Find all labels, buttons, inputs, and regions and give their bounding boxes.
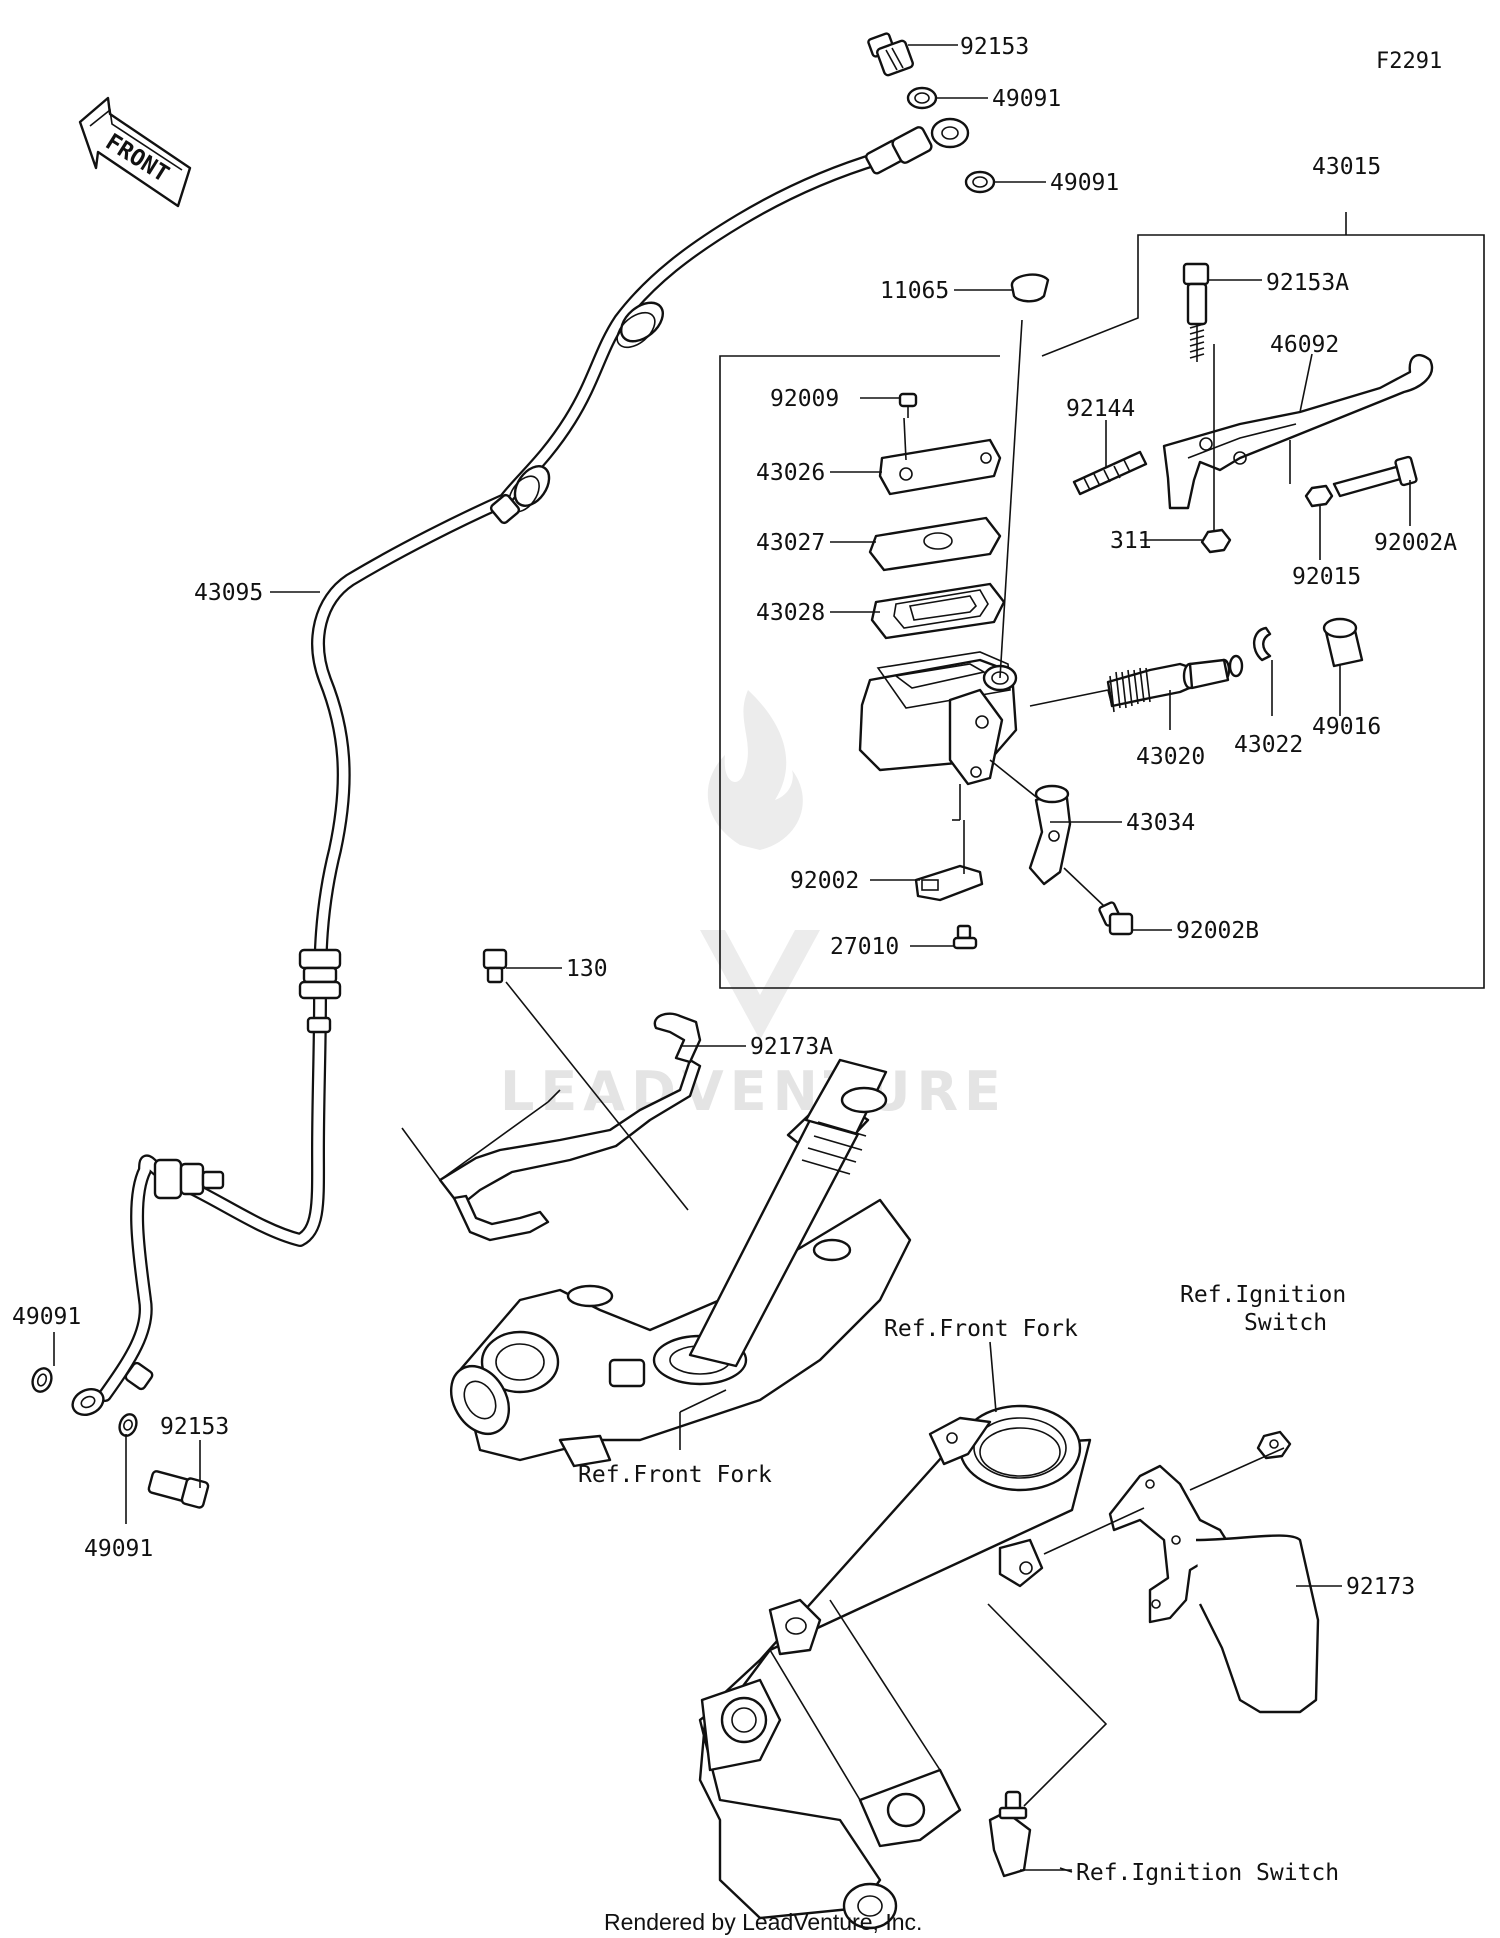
callout-ref-ignition-lower: Ref.Ignition Switch: [1076, 1860, 1339, 1886]
callout-labels: 92153 49091 49091 43015 92153A 11065 460…: [12, 34, 1457, 1886]
callout-11065: 11065: [880, 278, 949, 304]
callout-43095: 43095: [194, 580, 263, 606]
callout-43022: 43022: [1234, 732, 1303, 758]
steering-stem: [449, 1058, 912, 1468]
brake-hose: [71, 117, 970, 1417]
washer-49091-c: [31, 1367, 53, 1393]
lever-46092: [1162, 353, 1434, 510]
callout-43034: 43034: [1126, 810, 1195, 836]
callout-ref-ignition-upper-switch: Switch: [1244, 1310, 1327, 1336]
watermark-flame-icon: [707, 690, 803, 850]
cap-11065: [1010, 273, 1050, 303]
bolt-92002A: [1332, 455, 1418, 498]
nut-311: [1200, 528, 1232, 554]
washer-49091-d: [118, 1413, 138, 1437]
callout-92002: 92002: [790, 868, 859, 894]
callout-ref-front-fork-upper: Ref.Front Fork: [884, 1316, 1078, 1342]
callout-92144: 92144: [1066, 396, 1135, 422]
circlip-43022: [1253, 626, 1272, 662]
bolt-92153A: [1182, 262, 1210, 362]
diagram-code: F2291: [1376, 49, 1442, 74]
callout-49091-c: 49091: [12, 1304, 81, 1330]
callout-49016: 49016: [1312, 714, 1381, 740]
boot-49016: [1322, 617, 1364, 668]
callout-92002B: 92002B: [1176, 918, 1259, 944]
callout-43026: 43026: [756, 460, 825, 486]
washer-49091-a: [906, 86, 938, 110]
master-cylinder-body: [858, 651, 1018, 786]
callout-46092: 46092: [1270, 332, 1339, 358]
callout-92173A: 92173A: [750, 1034, 833, 1060]
plate-43027: [868, 516, 1002, 572]
ignition-switch-bracket: [1108, 1464, 1320, 1714]
callout-92002A: 92002A: [1374, 530, 1457, 556]
callout-92153-lower: 92153: [160, 1414, 229, 1440]
callout-49091-a: 49091: [992, 86, 1061, 112]
callout-27010: 27010: [830, 934, 899, 960]
ignition-screw: [988, 1790, 1032, 1878]
callout-49091-d: 49091: [84, 1536, 153, 1562]
bolt-130: [482, 948, 508, 984]
fork-leg: [698, 1404, 1092, 1930]
nut-92015: [1304, 484, 1334, 508]
spring-92144: [1072, 450, 1148, 496]
master-cylinder-box: [719, 212, 1485, 989]
callout-92173: 92173: [1346, 1574, 1415, 1600]
ignition-nut: [1256, 1430, 1292, 1460]
screw-92009: [898, 392, 918, 408]
callout-130: 130: [566, 956, 608, 982]
clamp-43034: [1028, 788, 1072, 886]
callout-92015: 92015: [1292, 564, 1361, 590]
watermark-text: LEADVENTURE: [500, 1060, 1007, 1123]
callout-43020: 43020: [1136, 744, 1205, 770]
front-arrow-icon: FRONT: [78, 96, 192, 208]
callout-43027: 43027: [756, 530, 825, 556]
callout-92009: 92009: [770, 386, 839, 412]
callout-92153-top: 92153: [960, 34, 1029, 60]
watermark: LEADVENTURE: [500, 690, 1007, 1123]
banjo-bolt-lower: [147, 1470, 210, 1509]
watermark-chevron-icon: [700, 930, 820, 1040]
callout-49091-b: 49091: [1050, 170, 1119, 196]
callout-311: 311: [1110, 528, 1152, 554]
bracket-92173A: [438, 1012, 702, 1242]
leader-lines: [53, 44, 1411, 1873]
switch-92002: [914, 864, 984, 902]
callout-43015: 43015: [1312, 154, 1381, 180]
banjo-bolt-top: [867, 32, 914, 77]
cover-43026: [878, 438, 1002, 496]
washer-49091-b: [964, 170, 996, 194]
piston-43020: [1106, 654, 1244, 713]
footer-credit: Rendered by LeadVenture, Inc.: [604, 1909, 922, 1935]
callout-ref-ignition-upper: Ref.Ignition: [1180, 1282, 1346, 1308]
screw-27010: [952, 924, 978, 950]
callout-ref-front-fork-stem: Ref.Front Fork: [578, 1462, 772, 1488]
callout-43028: 43028: [756, 600, 825, 626]
callout-92153A: 92153A: [1266, 270, 1349, 296]
bolt-92002B: [1098, 901, 1134, 936]
